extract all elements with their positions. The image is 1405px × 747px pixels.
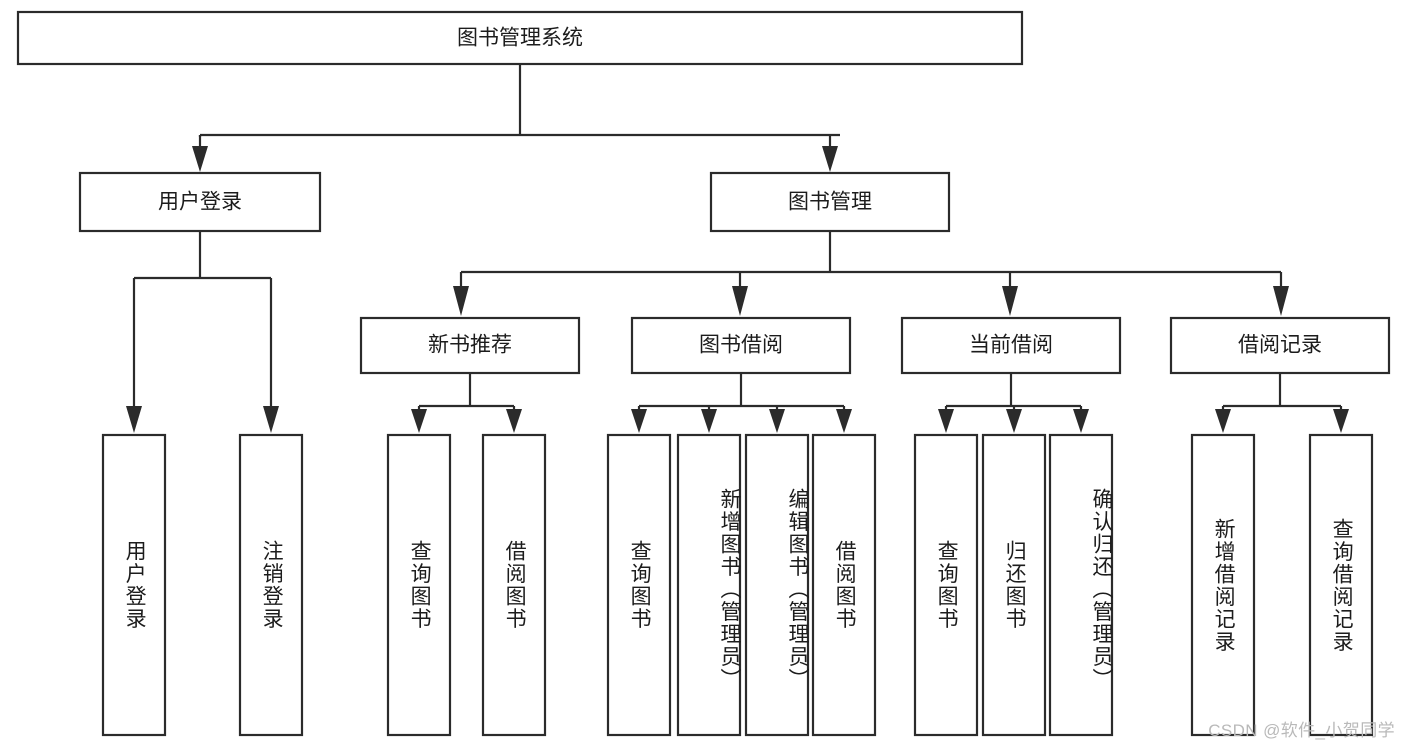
node-user-login-label: 用户登录 xyxy=(158,191,242,214)
node-new-book-rec-rect[interactable] xyxy=(359,316,581,375)
node-book-manage-rect[interactable] xyxy=(709,171,951,233)
node-book-manage[interactable]: 图书管理 xyxy=(709,171,951,233)
node-current-borrow[interactable]: 当前借阅 xyxy=(900,316,1122,375)
node-borrow-record[interactable]: 借阅记录 xyxy=(1169,316,1391,375)
edge-group-user-login xyxy=(126,231,279,433)
node-current-borrow-rect[interactable] xyxy=(900,316,1122,375)
node-book-borrow-rect[interactable] xyxy=(630,316,852,375)
arrow-bm-child1-icon xyxy=(453,286,469,316)
node-leaf-borrow-book-2-rect[interactable] xyxy=(811,433,877,737)
node-book-borrow[interactable]: 图书借阅 xyxy=(630,316,852,375)
node-root[interactable]: 图书管理系统 xyxy=(16,10,1024,66)
node-root-rect[interactable] xyxy=(16,10,1024,66)
node-user-login-rect[interactable] xyxy=(78,171,322,233)
node-leaf-confirm-return-rect[interactable] xyxy=(1048,433,1114,737)
arrow-ul-leaf1-icon xyxy=(126,406,142,433)
edge-group-root xyxy=(192,64,840,172)
arrow-cb-leaf1-icon xyxy=(938,409,954,433)
node-leaf-user-logout-rect[interactable] xyxy=(238,433,304,737)
node-borrow-record-rect[interactable] xyxy=(1169,316,1391,375)
leaf-rect-group xyxy=(101,433,1374,737)
node-leaf-edit-book-rect[interactable] xyxy=(744,433,810,737)
arrow-bb-leaf3-icon xyxy=(769,409,785,433)
node-leaf-add-book-rect[interactable] xyxy=(676,433,742,737)
arrow-bb-leaf4-icon xyxy=(836,409,852,433)
arrow-root-to-user-login-icon xyxy=(192,146,208,172)
edge-group-borrow-record xyxy=(1215,373,1349,433)
arrow-bm-child4-icon xyxy=(1273,286,1289,316)
arrow-bb-leaf1-icon xyxy=(631,409,647,433)
edge-group-new-book-rec xyxy=(411,373,522,433)
node-leaf-query-book-3-rect[interactable] xyxy=(913,433,979,737)
arrow-bm-child3-icon xyxy=(1002,286,1018,316)
node-new-book-rec[interactable]: 新书推荐 xyxy=(359,316,581,375)
node-root-label: 图书管理系统 xyxy=(457,27,583,50)
node-leaf-query-book-1-rect[interactable] xyxy=(386,433,452,737)
node-leaf-user-login-rect[interactable] xyxy=(101,433,167,737)
arrow-nbr-leaf2-icon xyxy=(506,409,522,433)
arrow-nbr-leaf1-icon xyxy=(411,409,427,433)
node-leaf-return-book-rect[interactable] xyxy=(981,433,1047,737)
edge-group-book-manage xyxy=(453,231,1289,316)
arrow-ul-leaf2-icon xyxy=(263,406,279,433)
arrow-br-leaf1-icon xyxy=(1215,409,1231,433)
node-borrow-record-label: 借阅记录 xyxy=(1238,334,1322,357)
edge-group-book-borrow xyxy=(631,373,852,433)
arrow-bm-child2-icon xyxy=(732,286,748,316)
node-leaf-add-record-rect[interactable] xyxy=(1190,433,1256,737)
arrow-cb-leaf3-icon xyxy=(1073,409,1089,433)
arrow-bb-leaf2-icon xyxy=(701,409,717,433)
node-leaf-borrow-book-1-rect[interactable] xyxy=(481,433,547,737)
node-leaf-query-record-rect[interactable] xyxy=(1308,433,1374,737)
node-user-login[interactable]: 用户登录 xyxy=(78,171,322,233)
arrow-root-to-book-manage-icon xyxy=(822,146,838,172)
edge-group-current-borrow xyxy=(938,373,1089,433)
node-leaf-query-book-2-rect[interactable] xyxy=(606,433,672,737)
node-current-borrow-label: 当前借阅 xyxy=(969,334,1053,357)
arrow-cb-leaf2-icon xyxy=(1006,409,1022,433)
node-book-manage-label: 图书管理 xyxy=(788,191,872,214)
node-new-book-rec-label: 新书推荐 xyxy=(428,334,512,357)
node-book-borrow-label: 图书借阅 xyxy=(699,334,783,357)
arrow-br-leaf2-icon xyxy=(1333,409,1349,433)
csdn-watermark: CSDN @软件_小贺同学 xyxy=(1208,721,1395,740)
